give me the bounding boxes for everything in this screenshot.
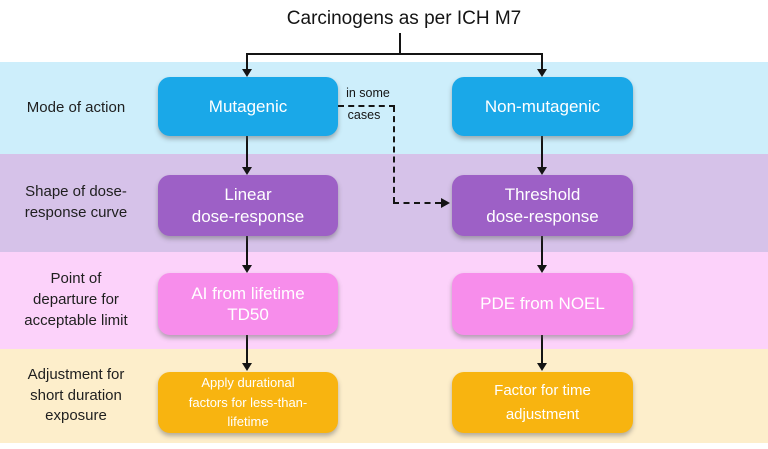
arrowhead-to-threshold — [537, 167, 547, 175]
arrowhead-to-mutagenic — [242, 69, 252, 77]
node-non-mutagenic: Non-mutagenic — [452, 77, 633, 136]
connector-ai-durational — [246, 335, 248, 364]
node-time-adjustment-factor: Factor for time adjustment — [452, 372, 633, 433]
annotation-in-some: in some — [346, 86, 390, 100]
row-label-mode-of-action: Mode of action — [26, 98, 126, 116]
band-duration-adjustment — [0, 349, 768, 443]
connector-title-stem — [399, 33, 401, 54]
diagram-title: Carcinogens as per ICH M7 — [286, 8, 522, 29]
band-mode-of-action — [0, 62, 768, 154]
connector-branch-left — [246, 53, 248, 70]
connector-branch-right — [541, 53, 543, 70]
arrowhead-to-ai — [242, 265, 252, 273]
connector-nonmutagenic-threshold — [541, 136, 543, 168]
band-dose-response-shape — [0, 154, 768, 252]
arrowhead-to-durational — [242, 363, 252, 371]
row-label-point-of-departure: Point of departure for acceptable limit — [24, 270, 128, 329]
connector-linear-ai — [246, 236, 248, 266]
dashed-connector-vertical — [393, 106, 395, 203]
arrowhead-to-pde — [537, 265, 547, 273]
arrowhead-to-linear — [242, 167, 252, 175]
node-ai-from-lifetime-td50: AI from lifetime TD50 — [158, 273, 338, 335]
connector-threshold-pde — [541, 236, 543, 266]
node-linear-dose-response: Linear dose-response — [158, 175, 338, 236]
band-point-of-departure — [0, 252, 768, 349]
node-threshold-dose-response: Threshold dose-response — [452, 175, 633, 236]
connector-branch-bar — [246, 53, 543, 55]
dashed-connector-bottom — [393, 202, 441, 204]
dashed-connector-top — [338, 105, 395, 107]
annotation-cases: cases — [347, 108, 381, 122]
row-label-duration-adjustment: Adjustment for short duration exposure — [27, 365, 125, 425]
node-pde-from-noel: PDE from NOEL — [452, 273, 633, 335]
node-mutagenic: Mutagenic — [158, 77, 338, 136]
arrowhead-to-threshold-dashed — [441, 198, 450, 208]
row-label-dose-response-shape: Shape of dose- response curve — [24, 183, 128, 221]
node-durational-factors: Apply durational factors for less-than- … — [158, 372, 338, 433]
arrowhead-to-non-mutagenic — [537, 69, 547, 77]
arrowhead-to-timefactor — [537, 363, 547, 371]
connector-pde-timefactor — [541, 335, 543, 364]
connector-mutagenic-linear — [246, 136, 248, 168]
